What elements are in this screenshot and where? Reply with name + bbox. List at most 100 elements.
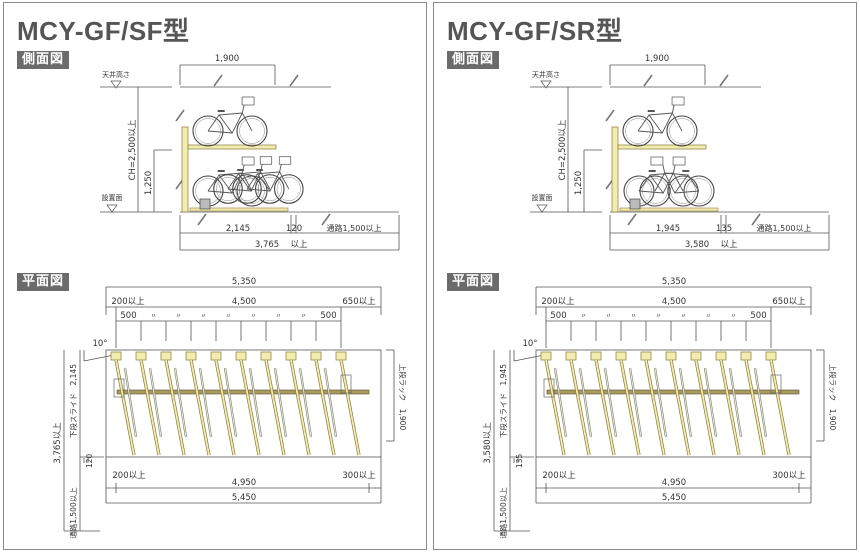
bicycle-frame <box>246 164 290 192</box>
ceiling-height-label: 天井高さ <box>532 70 560 79</box>
rack-rail-fill <box>645 359 665 456</box>
lower-slide-rail-fill <box>579 367 592 438</box>
rack-rail-fill <box>315 359 335 456</box>
plan-view-label: 平面図 <box>17 273 70 291</box>
lower-slide-rail-fill <box>199 367 212 438</box>
rack-slot-head <box>540 351 552 361</box>
pitch-label: 〃 <box>705 313 711 320</box>
lower-slide-value: 下段スライド 1,945 <box>498 364 508 438</box>
span-value: 4,500 <box>662 297 686 307</box>
rack-slot-head <box>210 351 222 361</box>
lower-slide-depth: 1,945 <box>656 224 680 234</box>
rack-rail-fill <box>190 359 210 456</box>
bicycle-rim <box>257 177 282 201</box>
rack-slot-head <box>565 351 577 361</box>
gap-dimension: 135 <box>716 224 732 234</box>
floor-label: 設置面 <box>102 193 123 202</box>
upper-rack-tray <box>187 144 277 150</box>
bicycle-top-view <box>543 378 555 398</box>
bicycle-rim <box>195 118 221 144</box>
bicycle-basket <box>259 156 273 165</box>
right-margin-label: 650以上 <box>342 297 376 307</box>
bottom-left-margin: 200以上 <box>112 471 146 481</box>
rack-slot-head <box>135 351 147 361</box>
bottom-span-value: 4,950 <box>662 478 686 488</box>
plan-outline <box>105 349 382 458</box>
bicycle-rim <box>669 118 695 144</box>
bicycle-top-view <box>340 374 352 394</box>
rack-beam <box>116 389 370 395</box>
top-dimension-value: 1,900 <box>215 54 239 64</box>
bicycle-top-view <box>770 374 782 394</box>
bicycle-rim <box>642 178 668 204</box>
span-value: 4,500 <box>232 297 256 307</box>
aisle-width-label: 通路1,500以上 <box>327 223 382 233</box>
bicycle-basket <box>671 96 685 106</box>
rack-rail-fill <box>265 359 285 456</box>
gap-dimension: 120 <box>286 224 302 234</box>
rack-slot-head <box>335 351 347 361</box>
total-depth-value: 3,580 <box>685 240 709 250</box>
rack-slot-head <box>310 351 322 361</box>
plan-view-label: 平面図 <box>447 273 500 291</box>
model-title: MCY-GF/SF型 <box>17 16 190 46</box>
pitch-label: 500 <box>320 311 336 321</box>
bottom-span-value: 4,950 <box>232 478 256 488</box>
rack-rail-fill <box>620 359 640 456</box>
aisle-width-label: 通路1,500以上 <box>498 487 508 539</box>
rack-rail-fill <box>340 359 360 456</box>
bottom-right-margin: 300以上 <box>772 471 806 481</box>
lower-slide-rail-fill <box>249 367 262 438</box>
lower-slide-rail-fill <box>754 367 767 438</box>
wall-hatch-mark <box>197 213 207 226</box>
pitch-label: 〃 <box>730 313 736 320</box>
model-title: MCY-GF/SR型 <box>447 16 623 46</box>
bicycle-icon <box>639 156 715 207</box>
rack-slot-head <box>235 351 247 361</box>
overall-bottom-value: 5,450 <box>232 493 256 503</box>
pitch-label: 〃 <box>150 313 156 320</box>
rack-rail-fill <box>115 359 135 456</box>
lower-slide-rail-fill <box>174 367 187 438</box>
lower-slide-rail-fill <box>149 367 162 438</box>
pitch-label: 〃 <box>605 313 611 320</box>
bicycle-wheel <box>622 115 654 147</box>
overall-top-value: 5,350 <box>232 277 256 287</box>
lower-slide-rail-fill <box>654 367 667 438</box>
plan-outline <box>535 349 812 458</box>
rack-rail-fill <box>545 359 565 456</box>
lower-slide-rail <box>189 207 289 212</box>
bicycle-basket <box>278 156 292 165</box>
lock-unit-icon <box>629 198 641 210</box>
lower-slide-rail-fill <box>604 367 617 438</box>
lower-slide-rail-fill <box>299 367 312 438</box>
left-margin-label: 200以上 <box>111 297 145 307</box>
rack-slot-head <box>590 351 602 361</box>
lower-slide-rail-fill <box>629 367 642 438</box>
lower-slide-rail-fill <box>324 367 337 438</box>
ceiling-height-value: CH=2,500以上 <box>558 119 568 180</box>
wall-hatch-mark <box>643 74 653 87</box>
bicycle-wheel <box>192 115 224 147</box>
pitch-label: 〃 <box>225 313 231 320</box>
bottom-left-margin: 200以上 <box>542 471 576 481</box>
total-depth-value: 3,765以上 <box>53 422 63 464</box>
rack-slot-head <box>740 351 752 361</box>
wall-hatch-mark <box>751 213 761 226</box>
wall-hatch-mark <box>289 74 299 87</box>
overall-bottom-value: 5,450 <box>662 493 686 503</box>
side-view-label: 側面図 <box>17 51 70 69</box>
gap-value: 120 <box>85 454 94 469</box>
lower-slide-rail-fill <box>704 367 717 438</box>
rack-rail-fill <box>670 359 690 456</box>
wall-hatch-mark <box>627 213 637 226</box>
bicycle-frame <box>207 104 253 134</box>
rack-slot-head <box>110 351 122 361</box>
ceiling-height-label: 天井高さ <box>102 70 130 79</box>
bicycle-rim <box>686 178 712 204</box>
bicycle-frame <box>637 104 683 134</box>
rack-rail-fill <box>570 359 590 456</box>
total-depth-suffix: 以上 <box>290 240 308 250</box>
